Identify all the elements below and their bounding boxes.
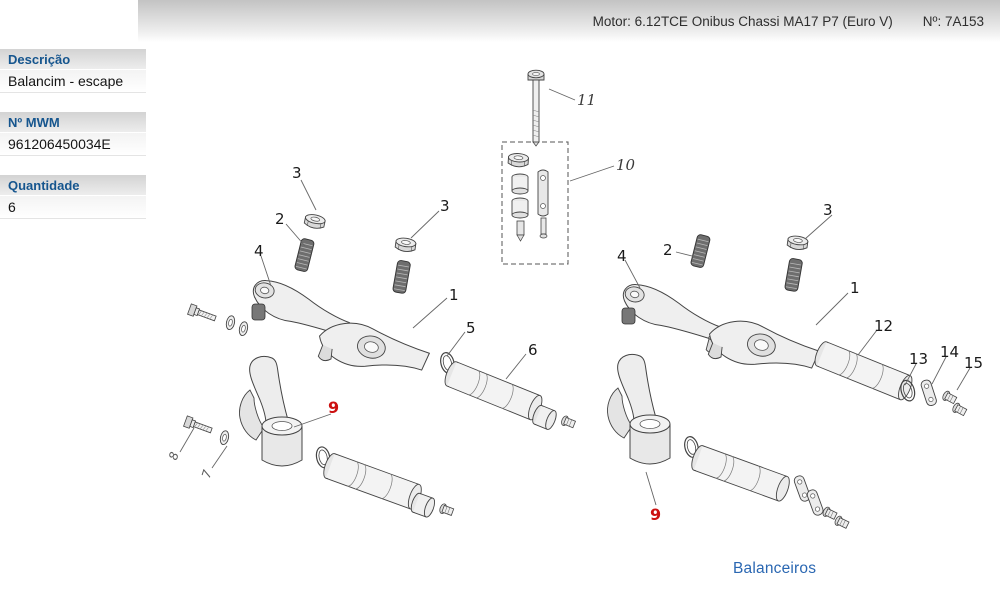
callout-5[interactable]: 5	[466, 319, 476, 337]
info-value-mwm: 961206450034E	[0, 133, 146, 156]
leader-lines	[179, 88, 971, 506]
left-assembly	[183, 212, 577, 519]
callout-2-left[interactable]: 2	[275, 210, 285, 228]
callout-3-left-a[interactable]: 3	[292, 164, 302, 182]
callout-4-right[interactable]: 4	[617, 247, 627, 265]
callout-6[interactable]: 6	[528, 341, 538, 359]
callout-10[interactable]: 10	[616, 156, 636, 174]
info-value-descricao: Balancim - escape	[0, 70, 146, 93]
info-value-quantidade: 6	[0, 196, 146, 219]
callout-2-right[interactable]: 2	[663, 241, 673, 259]
info-label-quantidade: Quantidade	[0, 175, 146, 196]
info-panel: Descrição Balancim - escape Nº MWM 96120…	[0, 49, 146, 238]
callout-14[interactable]: 14	[940, 343, 960, 361]
info-label-descricao: Descrição	[0, 49, 146, 70]
info-label-mwm: Nº MWM	[0, 112, 146, 133]
callout-3-right[interactable]: 3	[823, 201, 833, 219]
callout-1-right[interactable]: 1	[850, 279, 860, 297]
part-number: Nº: 7A153	[922, 13, 984, 29]
callout-11[interactable]: 11	[577, 91, 597, 109]
motor-info: Motor: 6.12TCE Onibus Chassi MA17 P7 (Eu…	[592, 13, 893, 29]
category-caption[interactable]: Balanceiros	[733, 560, 817, 577]
kit-box	[501, 141, 569, 265]
callout-15[interactable]: 15	[964, 354, 984, 372]
callout-9-right[interactable]: 9	[650, 505, 662, 524]
center-assembly	[501, 69, 569, 265]
right-assembly	[606, 233, 968, 531]
callout-3-left-b[interactable]: 3	[440, 197, 450, 215]
callout-13[interactable]: 13	[909, 350, 929, 368]
callout-4-left[interactable]: 4	[254, 242, 264, 260]
callout-9-left[interactable]: 9	[328, 398, 340, 417]
header-bar: Motor: 6.12TCE Onibus Chassi MA17 P7 (Eu…	[138, 0, 1000, 42]
callout-12[interactable]: 12	[874, 317, 894, 335]
callout-1-left[interactable]: 1	[449, 286, 459, 304]
